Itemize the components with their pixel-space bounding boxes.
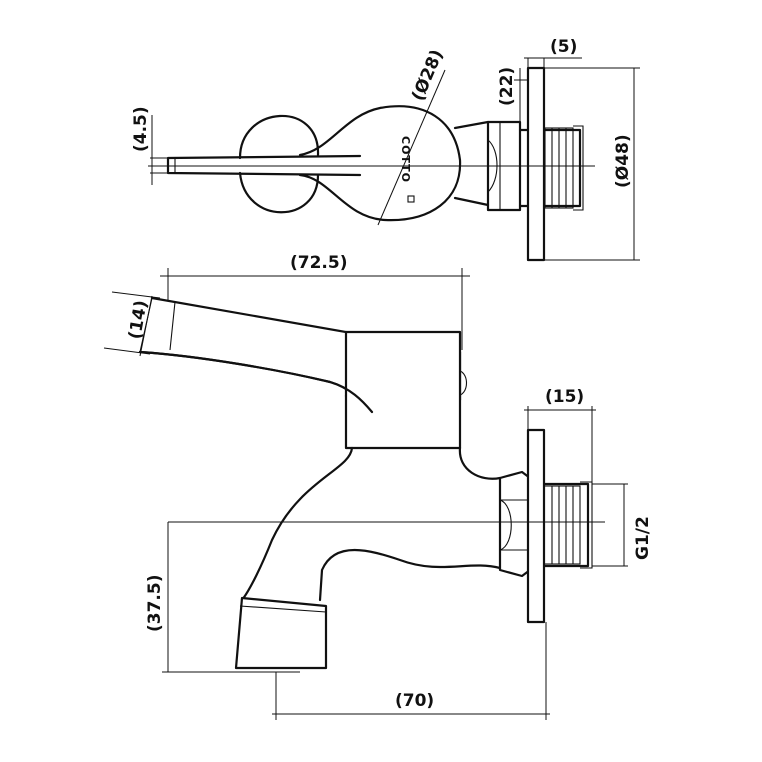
front-thread — [528, 482, 590, 568]
front-view: (72.5) (14) (15) G1/2 (37.5) (70) — [103, 253, 653, 720]
top-flange — [526, 66, 546, 262]
dim-top-hex-length: (22) — [497, 67, 517, 106]
top-view: COTTO (4.5) (Ø28) (22) (5) (Ø48) — [131, 37, 640, 262]
front-flange — [526, 428, 546, 624]
top-disk — [238, 114, 320, 214]
front-spout — [240, 446, 502, 602]
top-hex-nut — [486, 120, 522, 212]
front-aerator — [234, 596, 328, 670]
dim-thread-length: (15) — [545, 387, 584, 407]
dim-outlet-projection: (70) — [395, 691, 434, 711]
brand-text: COTTO — [399, 136, 412, 183]
dim-handle-thickness: (4.5) — [131, 106, 151, 152]
dim-top-wall-thickness: (5) — [550, 37, 577, 57]
front-body-block — [344, 330, 462, 450]
dim-flange-diameter: (Ø48) — [613, 134, 633, 188]
front-hex-nut — [498, 470, 532, 578]
dim-handle-diameter: (Ø28) — [408, 47, 447, 104]
dim-handle-height: (14) — [125, 299, 152, 341]
dim-handle-reach: (72.5) — [290, 253, 347, 273]
top-handle-body — [298, 105, 462, 222]
dim-outlet-drop: (37.5) — [145, 575, 165, 632]
top-thread — [518, 128, 582, 208]
dim-thread-size: G1/2 — [633, 516, 653, 560]
top-neck — [453, 120, 490, 207]
